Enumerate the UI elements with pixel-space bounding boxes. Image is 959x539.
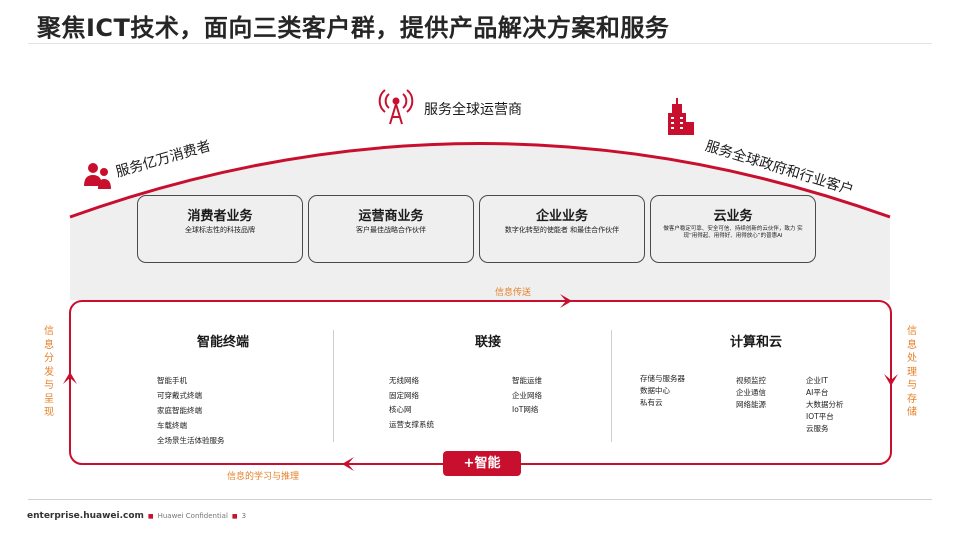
footer-site: enterprise.huawei.com — [27, 511, 144, 521]
cloud-item: IOT平台 — [806, 412, 834, 421]
info-processing-label: 信息处理与存储 — [907, 326, 917, 418]
people-icon — [84, 163, 111, 189]
cloud-business-card: 云业务 做客户稳定可靠、安全可信、持续创新的云伙伴，致力 实现“用得起、用得好、… — [650, 195, 816, 263]
cloud-item: 私有云 — [640, 398, 663, 407]
info-transfer-label: 信息传送 — [495, 288, 532, 298]
operators-label: 服务全球运营商 — [424, 102, 522, 118]
page-title: 聚焦ICT技术，面向三类客户群，提供产品解决方案和服务 — [37, 14, 670, 42]
cloud-item: 云服务 — [806, 424, 829, 433]
footer: enterprise.huawei.com■Huawei Confidentia… — [27, 511, 246, 521]
terminal-item: 车载终端 — [157, 421, 187, 430]
terminal-item: 全场景生活体验服务 — [157, 436, 225, 445]
connect-item: 运营支撑系统 — [389, 420, 434, 429]
bottom-flow-arrow — [342, 457, 354, 471]
consumer-business-subtitle: 全球标志性的科技品牌 — [185, 226, 255, 234]
connect-item: IoT网络 — [512, 405, 539, 414]
carrier-business-title: 运营商业务 — [358, 209, 424, 224]
right-flow-arrow — [884, 374, 898, 386]
building-icon — [668, 98, 694, 135]
cloud-item: 企业通信 — [736, 388, 766, 397]
footer-divider — [28, 499, 932, 500]
connect-item: 核心网 — [389, 405, 412, 414]
terminal-item: 家庭智能终端 — [157, 406, 202, 415]
footer-separator: ■ — [231, 513, 238, 520]
top-flow-arrow — [560, 294, 572, 308]
consumer-business-card: 消费者业务 全球标志性的科技品牌 — [137, 195, 303, 263]
cloud-item: 大数据分析 — [806, 400, 844, 409]
footer-confidential: Huawei Confidential — [157, 512, 228, 520]
cloud-item: 数据中心 — [640, 386, 670, 395]
enterprise-business-card: 企业业务 数字化转型的使能者 和最佳合作伙伴 — [479, 195, 645, 263]
connect-column-title: 联接 — [475, 335, 502, 350]
cloud-business-subtitle: 做客户稳定可靠、安全可信、持续创新的云伙伴，致力 实现“用得起、用得好、用得放心… — [663, 226, 803, 239]
cloud-item: 视频监控 — [736, 376, 766, 385]
page-number: 3 — [241, 512, 247, 520]
connect-item: 固定网络 — [389, 391, 419, 400]
consumer-business-title: 消费者业务 — [187, 209, 253, 224]
connect-item: 无线网络 — [389, 376, 419, 385]
column-divider-2 — [611, 330, 612, 442]
title-divider — [28, 43, 932, 44]
connect-item: 企业网络 — [512, 391, 542, 400]
terminal-item: 可穿戴式终端 — [157, 391, 202, 400]
intelligence-badge: +智能 — [443, 451, 521, 476]
cloud-column-title: 计算和云 — [730, 335, 783, 350]
cloud-item: 企业IT — [806, 376, 828, 385]
cloud-item: 存储与服务器 — [640, 374, 685, 383]
info-learning-label: 信息的学习与推理 — [227, 472, 300, 482]
red-arc — [69, 142, 891, 219]
terminal-column-title: 智能终端 — [197, 335, 250, 350]
enterprise-business-subtitle: 数字化转型的使能者 和最佳合作伙伴 — [504, 226, 620, 234]
left-flow-arrow — [63, 372, 77, 384]
terminal-item: 智能手机 — [157, 376, 187, 385]
connect-item: 智能运维 — [512, 376, 542, 385]
cloud-item: 网络能源 — [736, 400, 766, 409]
cloud-item: AI平台 — [806, 388, 829, 397]
cloud-business-title: 云业务 — [713, 209, 753, 224]
carrier-business-card: 运营商业务 客户最佳战略合作伙伴 — [308, 195, 474, 263]
column-divider-1 — [333, 330, 334, 442]
carrier-business-subtitle: 客户最佳战略合作伙伴 — [356, 226, 426, 234]
footer-separator: ■ — [147, 513, 154, 520]
tower-icon — [378, 89, 414, 125]
info-distribution-label: 信息分发与呈现 — [44, 326, 54, 418]
enterprise-business-title: 企业业务 — [535, 209, 588, 224]
